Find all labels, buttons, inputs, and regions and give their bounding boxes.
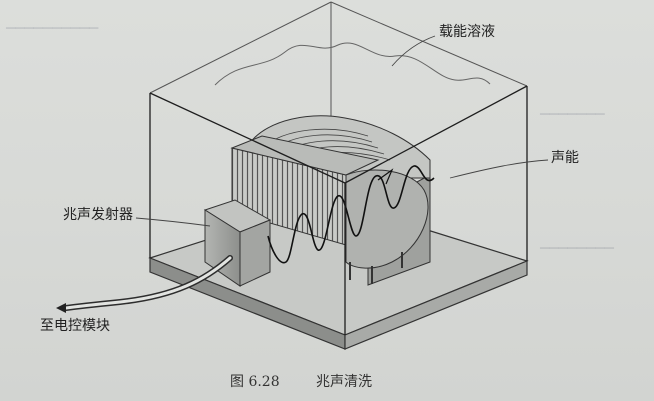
control-cable [56,255,233,313]
label-sound-energy: 声能 [551,150,579,166]
transducer-block [203,199,272,287]
label-transducer: 兆声发射器 [63,207,133,223]
figure-number: 图 6.28 [230,374,280,390]
wave-direction-arrow [377,168,394,185]
ghost-text: ▁▁▁▁▁▁▁▁ [540,235,614,249]
liquid-surface-line [214,42,491,86]
tank-front-edges [149,85,528,335]
cable-arrowhead [56,303,66,313]
figure-title: 兆声清洗 [316,374,372,390]
ghost-text: ▁▁▁▁▁▁▁▁▁▁ [6,15,99,29]
ghost-text: ▁▁▁▁▁▁▁ [540,101,605,115]
label-liquid: 载能溶液 [439,24,495,40]
label-to-control-module: 至电控模块 [40,318,110,334]
sound-wave [267,165,435,264]
leader-lines [135,35,549,227]
